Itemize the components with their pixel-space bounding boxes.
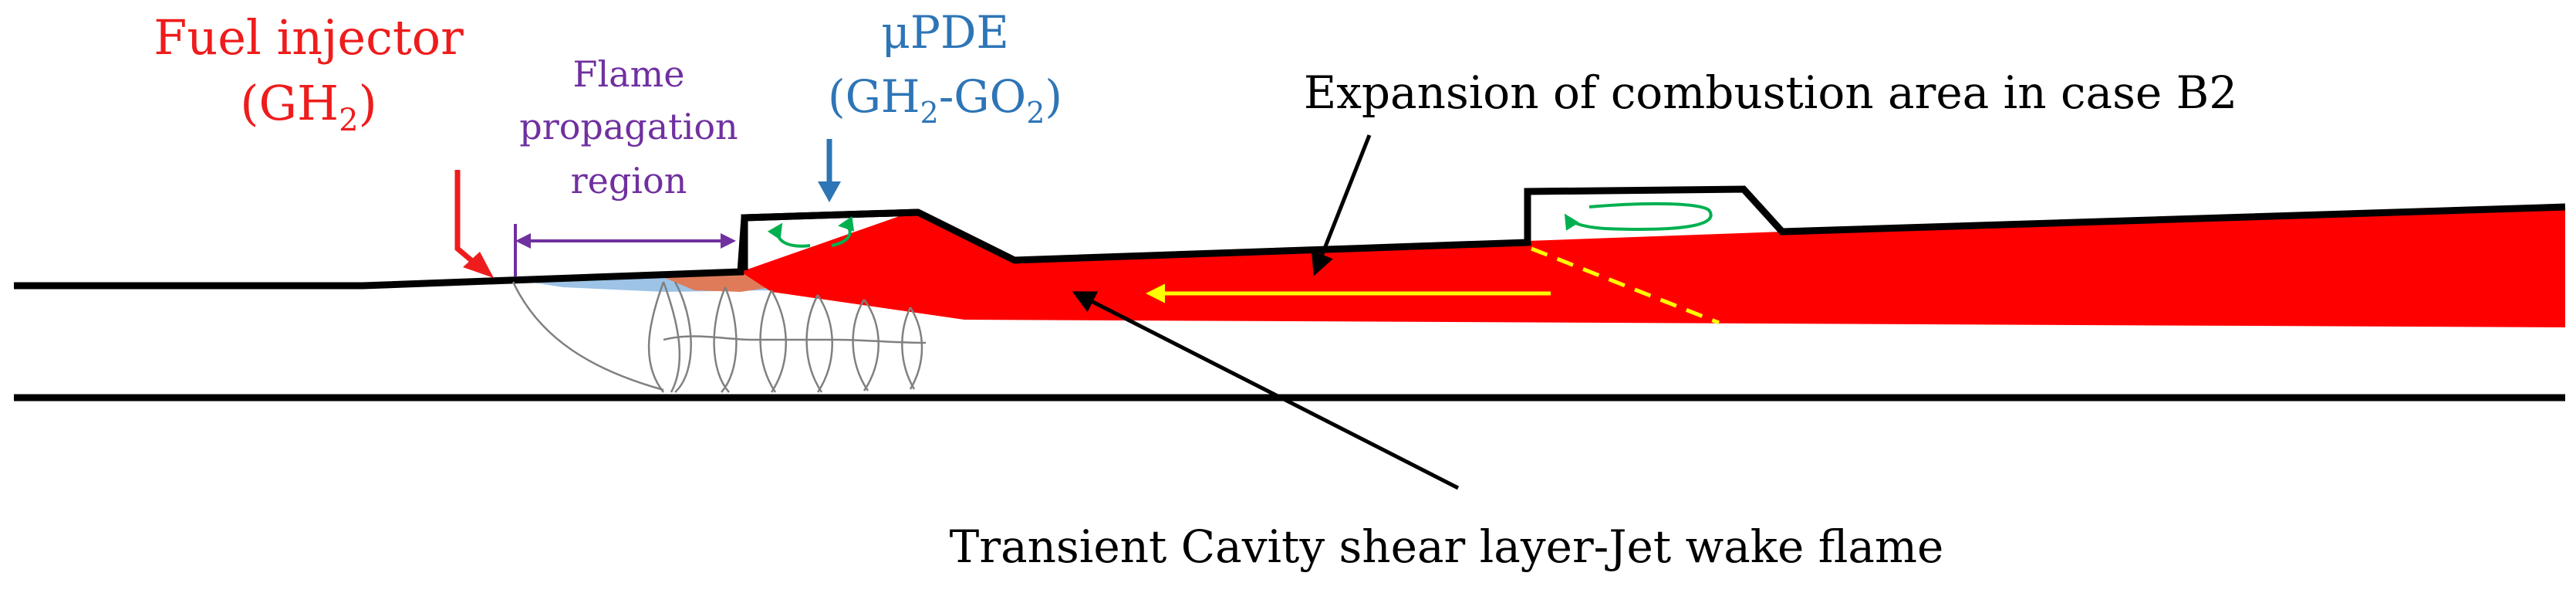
transient-pointer-arrow: [1072, 291, 1460, 490]
updе-label-line2: (GH2-GO2): [828, 70, 1062, 130]
large-cavity-recirculation-icon: [1564, 202, 1713, 231]
fuel-injector-label-line2: (GH2): [240, 75, 376, 138]
updе-cavity-wall: [741, 208, 919, 270]
flame-region-label-line2: propagation: [519, 106, 738, 147]
shear-layer-dashed-line: [1531, 246, 1720, 325]
small-cavity-recirculation-icon: [767, 215, 855, 248]
flame-region-label-line1: Flame: [573, 53, 685, 95]
expansion-pointer-arrow: [1311, 134, 1372, 276]
fuel-injector-label-line1: Fuel injector: [154, 9, 464, 66]
fuel-injector-arrow: [454, 170, 494, 278]
flame-region-bracket: [514, 224, 736, 276]
combustion-area: [741, 207, 2565, 327]
updе-arrow: [818, 139, 841, 202]
transient-flame-label: Transient Cavity shear layer-Jet wake fl…: [950, 520, 1944, 573]
flame-region-label-line3: region: [571, 160, 687, 202]
expansion-label: Expansion of combustion area in case B2: [1304, 66, 2237, 119]
upper-wall: [14, 185, 2566, 290]
shock-cell-structure: [511, 281, 927, 393]
updе-label-line1: μPDE: [881, 6, 1009, 59]
